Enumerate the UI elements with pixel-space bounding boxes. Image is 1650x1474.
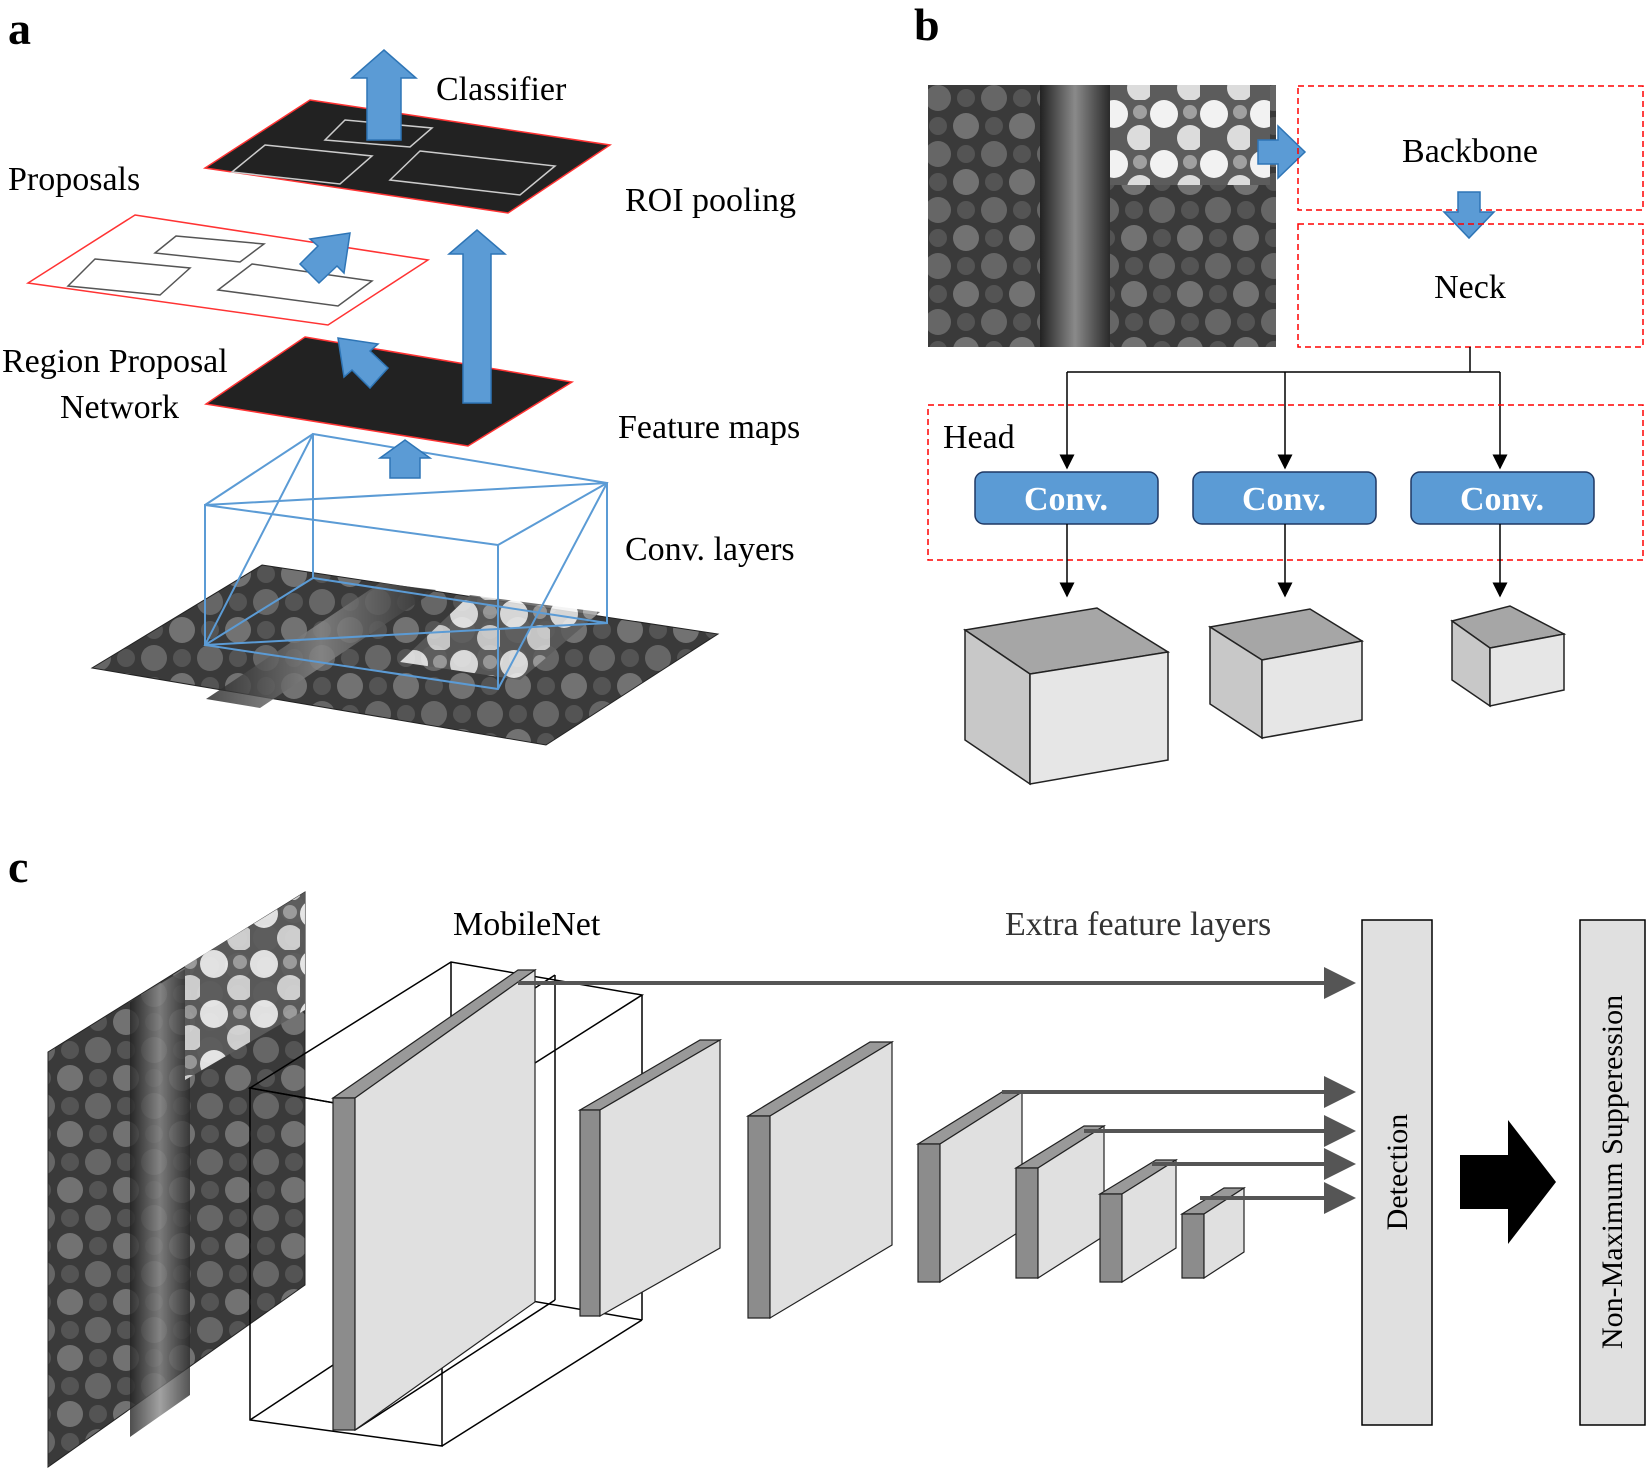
- panel-b: b Backbone Neck Head Conv. C: [914, 0, 1644, 786]
- panel-a-letter: a: [8, 3, 31, 54]
- detection-box: [1361, 919, 1433, 1426]
- conv-output-arrows: [1059, 524, 1508, 598]
- conv-button-3: Conv.: [1410, 471, 1595, 525]
- conv-button-1: Conv.: [974, 471, 1159, 525]
- label-neck: Neck: [1434, 269, 1506, 306]
- block-arrow-diagonal-icon: [298, 232, 390, 390]
- panel-c-letter: c: [8, 841, 28, 892]
- layer-slab-3: [745, 1040, 895, 1320]
- neck-to-head-connectors: [1059, 347, 1508, 470]
- label-conv-layers: Conv. layers: [625, 531, 795, 568]
- label-nms: Non-Maximum Supperession: [1596, 995, 1629, 1349]
- label-rpn-line1: Region Proposal: [2, 343, 228, 380]
- label-classifier: Classifier: [436, 71, 567, 108]
- panel-c: c: [8, 841, 1646, 1468]
- label-mobilenet: MobileNet: [453, 906, 601, 943]
- layer-slab-4: [915, 1090, 1025, 1284]
- conv-button-2: Conv.: [1192, 471, 1377, 525]
- block-arrow-down-icon: [1442, 191, 1496, 240]
- conv-label-2: Conv.: [1242, 481, 1326, 518]
- label-proposals: Proposals: [8, 161, 140, 198]
- layer-slab-7: [1179, 1186, 1247, 1280]
- label-rpn-line2: Network: [60, 389, 179, 426]
- panel-a: a: [2, 3, 800, 746]
- conv-label-3: Conv.: [1460, 481, 1544, 518]
- panel-b-letter: b: [914, 0, 940, 50]
- block-arrow-right-icon: [1460, 1120, 1556, 1244]
- label-head: Head: [943, 419, 1015, 456]
- input-image-b: [928, 85, 1276, 347]
- proposals-plane: [25, 214, 431, 326]
- conv-label-1: Conv.: [1024, 481, 1108, 518]
- roi-pooling-plane: [202, 99, 613, 214]
- output-cube-medium: [1207, 608, 1365, 740]
- feature-map-plane: [204, 336, 575, 447]
- label-roi-pooling: ROI pooling: [625, 182, 796, 219]
- block-arrow-up-icon: [350, 49, 508, 479]
- input-image-a: [90, 564, 720, 746]
- nms-box: [1579, 919, 1646, 1426]
- layer-slab-6: [1097, 1158, 1179, 1284]
- feature-arrows: [518, 967, 1356, 1214]
- layer-slab-5: [1013, 1124, 1107, 1280]
- label-feature-maps: Feature maps: [618, 409, 800, 446]
- head-box: [927, 404, 1644, 561]
- block-arrow-right-icon: [1257, 124, 1307, 180]
- input-image-c: [47, 891, 306, 1468]
- label-detection: Detection: [1381, 1114, 1414, 1231]
- layer-slab-2: [577, 1038, 723, 1318]
- output-cube-small: [1450, 605, 1567, 708]
- label-backbone: Backbone: [1402, 133, 1538, 170]
- layer-slab-1: [331, 968, 537, 1432]
- label-extra-feature-layers: Extra feature layers: [1005, 906, 1271, 943]
- conv-layers-box: [203, 432, 609, 691]
- output-cube-large: [963, 607, 1171, 786]
